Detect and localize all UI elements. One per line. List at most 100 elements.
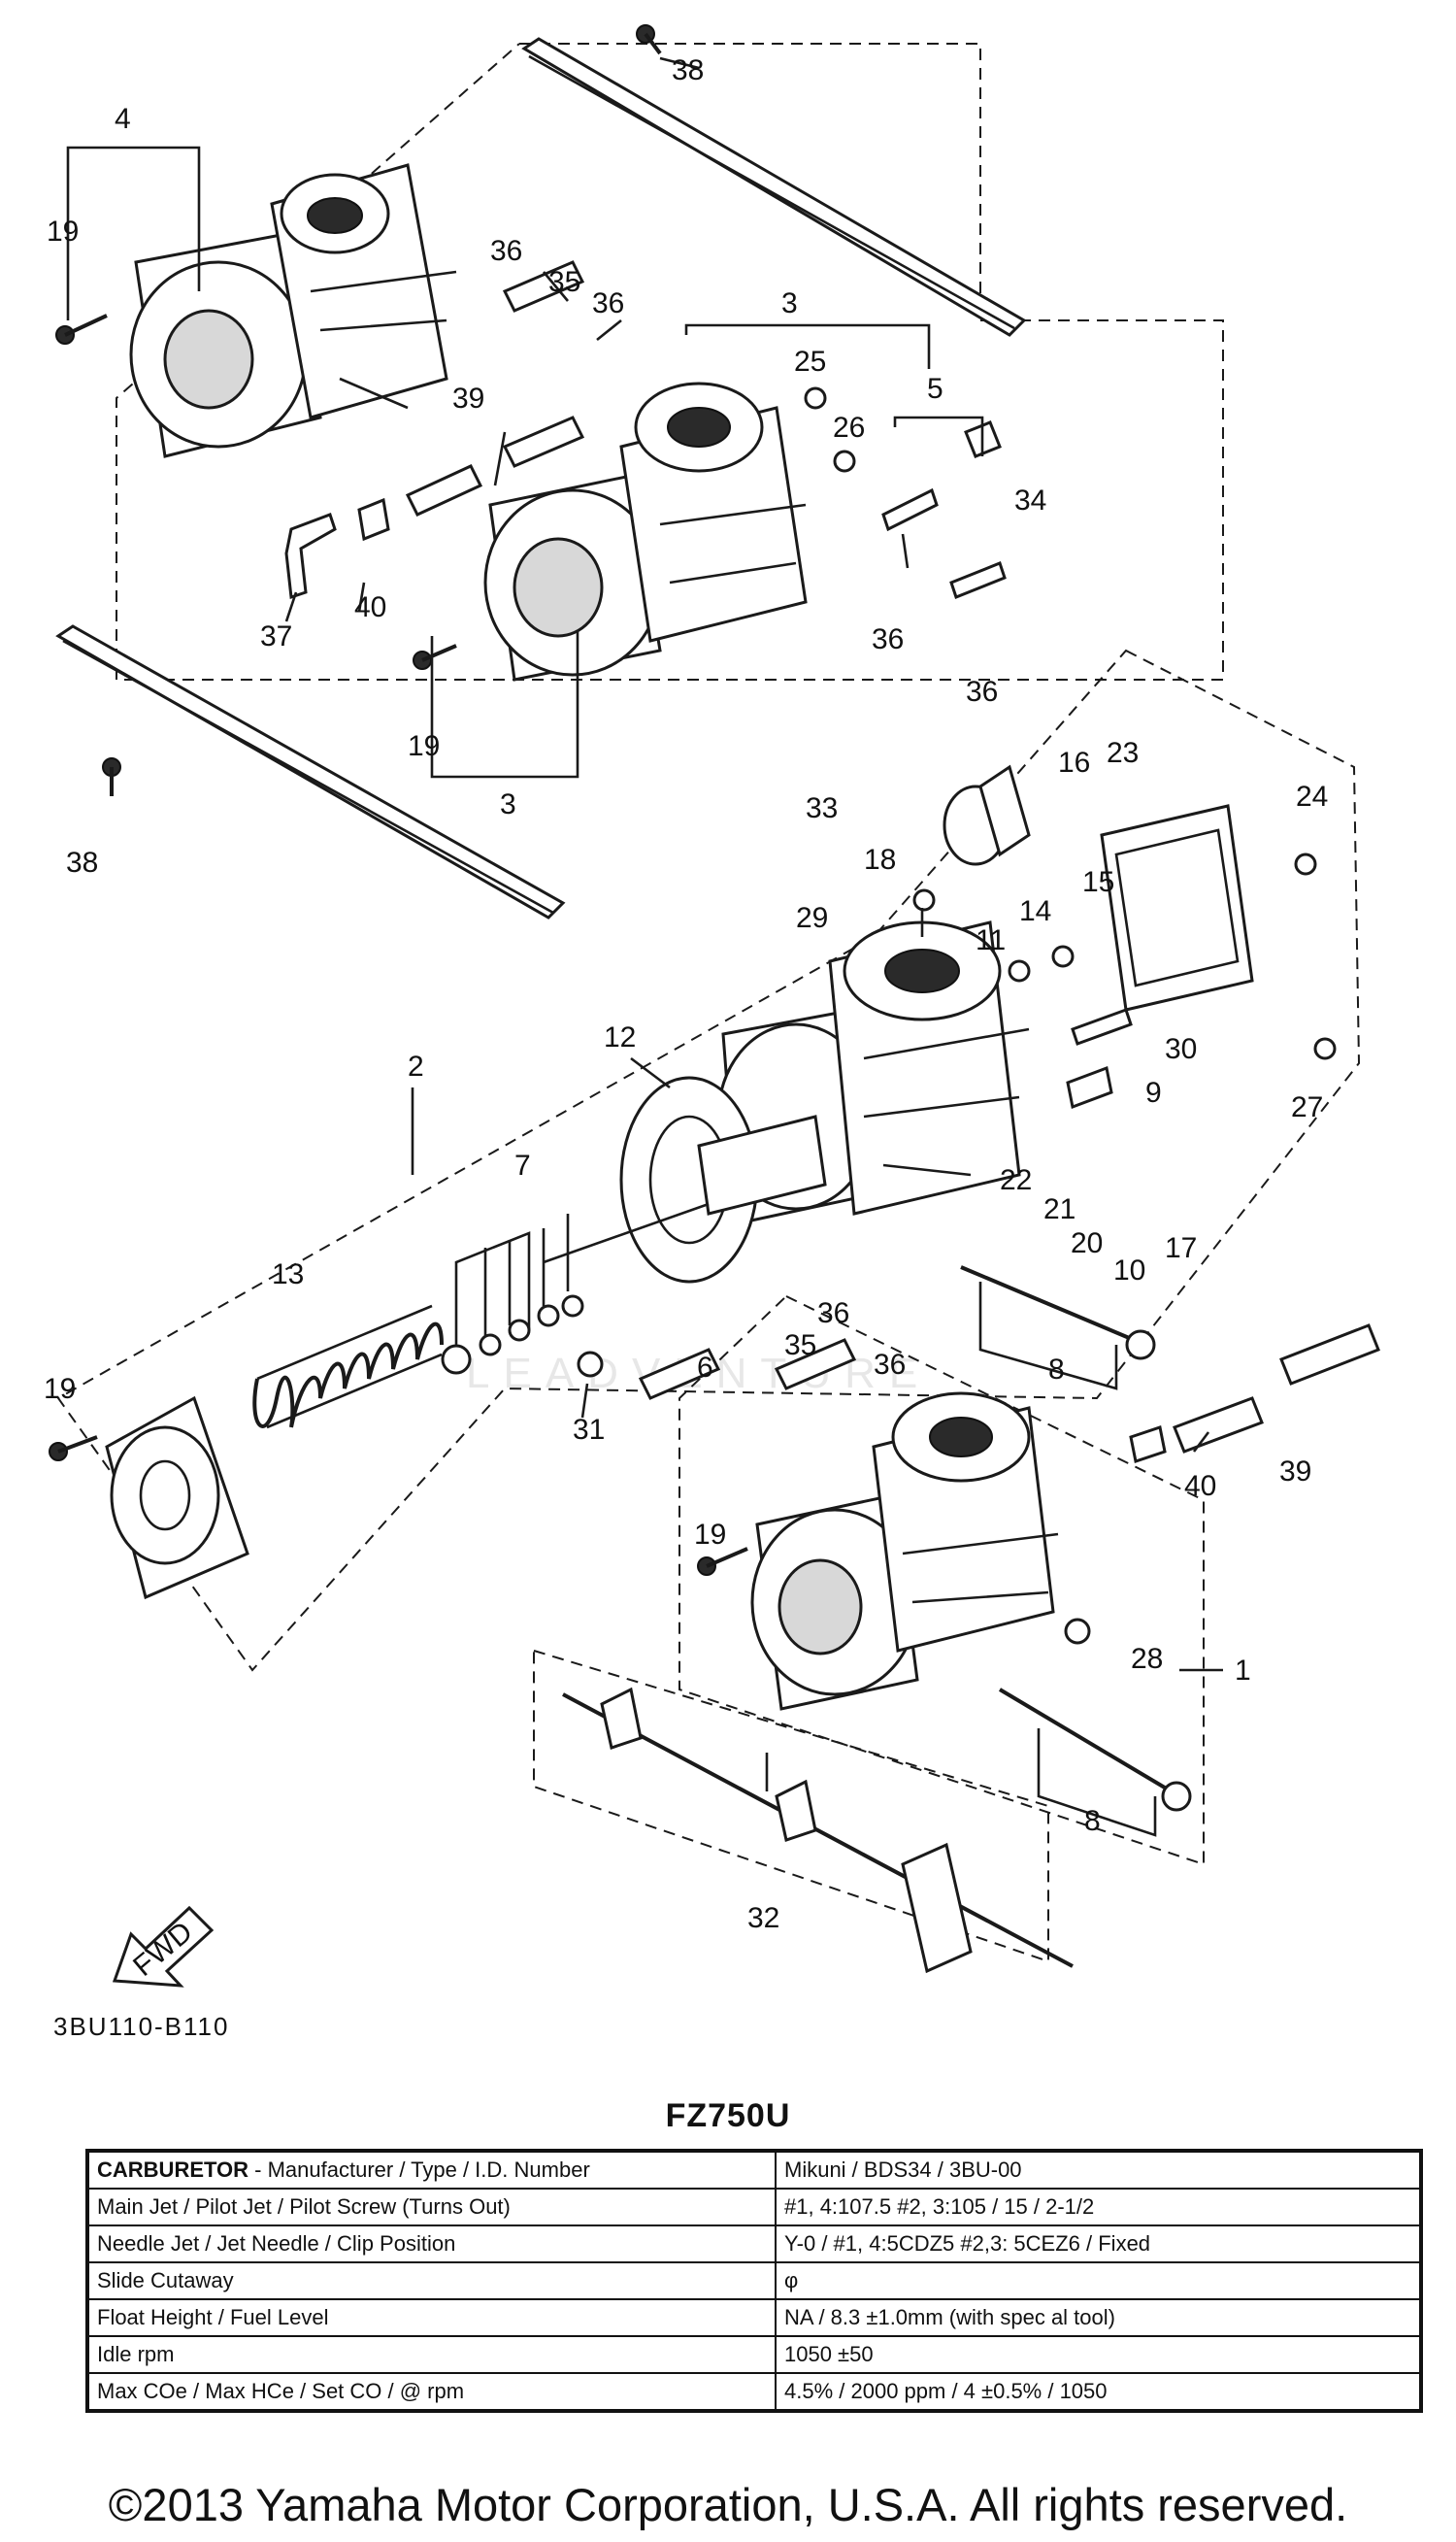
callout: 8 (1084, 1805, 1101, 1837)
upper-assembly-boundary (116, 43, 1224, 681)
rail-bottom (55, 624, 566, 920)
float-bowl-23 (1100, 804, 1254, 1012)
callout: 25 (794, 346, 826, 378)
callout: 10 (1113, 1254, 1145, 1287)
copyright-notice: ©2013 Yamaha Motor Corporation, U.S.A. A… (108, 2479, 1348, 2530)
rail-top (521, 37, 1027, 337)
callout: 29 (796, 902, 828, 934)
spec-label: Main Jet / Pilot Jet / Pilot Screw (Turn… (86, 2188, 777, 2226)
spec-label: CARBURETOR - Manufacturer / Type / I.D. … (86, 2150, 777, 2190)
callout: 18 (864, 844, 896, 876)
diagram-reference-code: 3BU110-B110 (53, 2012, 230, 2041)
callout: 30 (1165, 1033, 1197, 1065)
choke-18 (943, 764, 1031, 866)
callout: 38 (66, 847, 98, 879)
callout: 4 (115, 103, 131, 135)
callout: 26 (833, 412, 865, 444)
spec-label: Slide Cutaway (86, 2261, 777, 2300)
callout: 19 (408, 730, 440, 762)
callout: 9 (1145, 1077, 1162, 1109)
spec-row: CARBURETOR - Manufacturer / Type / I.D. … (86, 2150, 1422, 2190)
leader-lines (66, 56, 1223, 1791)
callout: 36 (817, 1297, 849, 1329)
spec-value: NA / 8.3 ±1.0mm (with spec al tool) (775, 2298, 1422, 2337)
linkage-boundary (533, 1649, 1049, 1963)
callout: 36 (872, 623, 904, 655)
callout: 16 (1058, 747, 1090, 779)
needle-kit-8a (960, 1265, 1156, 1390)
needle-kit-7 (441, 1214, 584, 1375)
callout: 12 (604, 1021, 636, 1054)
callout: 15 (1082, 866, 1114, 898)
callout: 6 (697, 1352, 713, 1384)
callout: 27 (1291, 1091, 1323, 1123)
callout: 36 (874, 1349, 906, 1381)
callout: 39 (452, 383, 484, 415)
spec-value: 1050 ±50 (775, 2335, 1422, 2374)
callout: 34 (1014, 485, 1046, 517)
main-carb-boundary (56, 649, 1361, 1672)
callout: 5 (927, 373, 943, 405)
callout: 13 (272, 1258, 304, 1290)
needle-kit-8b (998, 1688, 1192, 1837)
small-parts (49, 24, 1337, 1645)
callout: 37 (260, 620, 292, 652)
callout: 40 (354, 591, 386, 623)
callout: 36 (490, 235, 522, 267)
callout: 19 (47, 216, 79, 248)
cover-19 (105, 1395, 249, 1600)
lower-carb-boundary (678, 1294, 1205, 1866)
callout: 17 (1165, 1232, 1197, 1264)
spec-row: Main Jet / Pilot Jet / Pilot Screw (Turn… (86, 2188, 1422, 2226)
spring-13 (252, 1304, 444, 1429)
carburetor-1 (750, 1391, 1059, 1711)
callout: 38 (672, 54, 704, 86)
fwd-arrow-icon: FWD (112, 1905, 215, 1988)
callout: 24 (1296, 781, 1328, 813)
callout: 19 (694, 1519, 726, 1551)
spec-value: Mikuni / BDS34 / 3BU-00 (775, 2150, 1422, 2190)
callout: 20 (1071, 1227, 1103, 1259)
spec-value: φ (775, 2261, 1422, 2300)
callout: 3 (500, 788, 516, 820)
carburetor-4 (129, 163, 457, 458)
model-title: FZ750U (665, 2097, 791, 2134)
callouts: 38 4 19 36 35 36 3 25 5 26 39 34 37 40 3… (44, 54, 1328, 1934)
callout: 31 (573, 1414, 605, 1446)
callout: 7 (514, 1150, 531, 1182)
callout: 39 (1279, 1455, 1311, 1488)
callout: 36 (592, 287, 624, 319)
spec-label: Float Height / Fuel Level (86, 2298, 777, 2337)
callout: 35 (548, 266, 580, 298)
callout: 22 (1000, 1164, 1032, 1196)
callout: 3 (781, 287, 798, 319)
spec-value: #1, 4:107.5 #2, 3:105 / 15 / 2-1/2 (775, 2188, 1422, 2226)
spec-value: Y-0 / #1, 4:5CDZ5 #2,3: 5CEZ6 / Fixed (775, 2224, 1422, 2263)
spec-label: Needle Jet / Jet Needle / Clip Position (86, 2224, 777, 2263)
hoses (284, 416, 1380, 1463)
carburetor-3 (483, 382, 808, 682)
callout: 8 (1048, 1354, 1065, 1386)
callout: 14 (1019, 895, 1051, 927)
callout: 21 (1043, 1193, 1075, 1225)
callout: 2 (408, 1051, 424, 1083)
callout: 40 (1184, 1470, 1216, 1502)
callout: 23 (1107, 737, 1139, 769)
spec-value: 4.5% / 2000 ppm / 4 ±0.5% / 1050 (775, 2372, 1422, 2412)
callout: 35 (784, 1329, 816, 1361)
callout: 1 (1235, 1655, 1251, 1687)
callout: 11 (976, 924, 1006, 956)
carburetor-2 (543, 920, 1030, 1284)
callout: 19 (44, 1373, 76, 1405)
callout: 28 (1131, 1643, 1163, 1675)
callout: 33 (806, 792, 838, 824)
callout: 32 (747, 1902, 779, 1934)
callout: 36 (966, 676, 998, 708)
spec-label: Idle rpm (86, 2335, 777, 2374)
carburetor-spec-table: CARBURETOR - Manufacturer / Type / I.D. … (85, 2149, 1423, 2413)
